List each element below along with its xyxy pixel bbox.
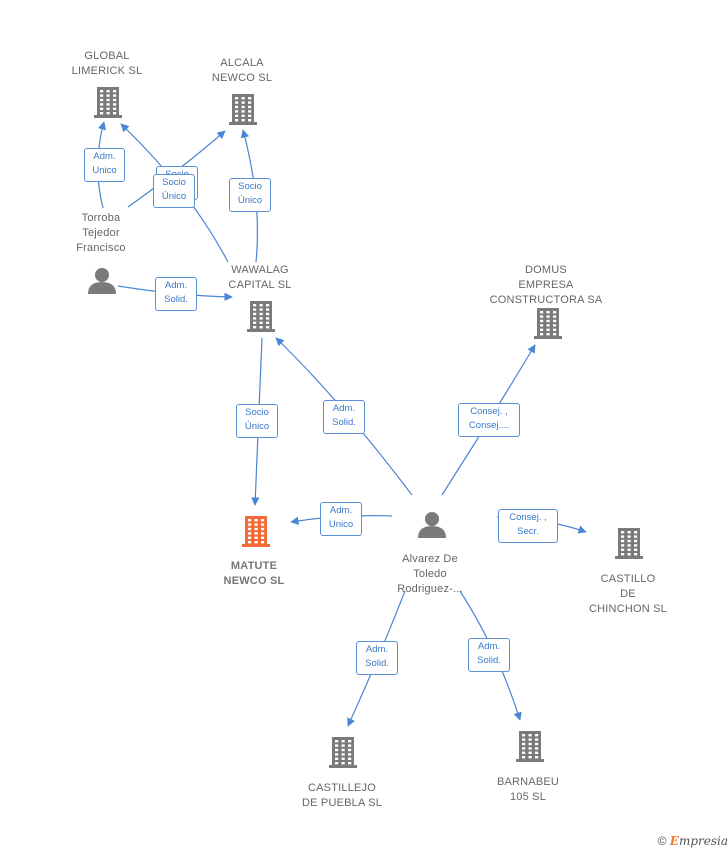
brand-logo: Empresia	[669, 834, 728, 848]
node-label-castillejo[interactable]: CASTILLEJO DE PUEBLA SL	[301, 782, 383, 809]
relation-label-wawalag-matute-socio[interactable]: Socio Único	[236, 404, 278, 438]
relation-label-wawalag-global-socio[interactable]: Socio Único	[153, 174, 195, 208]
relation-label-alvarez-castillejo-adm[interactable]: Adm. Solid.	[356, 641, 398, 675]
node-label-alvarez[interactable]: Alvarez De Toledo Rodriguez-...	[397, 553, 463, 595]
node-label-matute[interactable]: MATUTE NEWCO SL	[223, 560, 285, 587]
node-label-alcala-newco[interactable]: ALCALA NEWCO SL	[211, 57, 273, 84]
building-icon-domus[interactable]	[534, 308, 562, 339]
building-icon-alcala-newco[interactable]	[229, 94, 257, 125]
building-icon-wawalag[interactable]	[247, 301, 275, 332]
building-icon-barnabeu[interactable]	[516, 731, 544, 762]
node-label-castillo[interactable]: CASTILLO DE CHINCHON SL	[589, 573, 667, 615]
person-icon-alvarez[interactable]	[418, 512, 446, 538]
relation-label-alvarez-barnabeu-adm[interactable]: Adm. Solid.	[468, 638, 510, 672]
copyright-icon: ©	[657, 834, 667, 848]
relation-label-alvarez-domus-consej[interactable]: Consej. , Consej....	[458, 403, 520, 437]
person-icon-torroba[interactable]	[88, 268, 116, 294]
relation-label-alvarez-wawalag-adm[interactable]: Adm. Solid.	[323, 400, 365, 434]
node-label-barnabeu[interactable]: BARNABEU 105 SL	[496, 776, 560, 803]
relation-label-alvarez-castillo-consej[interactable]: Consej. , Secr.	[498, 509, 558, 543]
node-label-wawalag[interactable]: WAWALAG CAPITAL SL	[228, 264, 292, 291]
footer-brand: © Empresia	[658, 834, 728, 848]
node-label-domus[interactable]: DOMUS EMPRESA CONSTRUCTORA SA	[489, 264, 603, 306]
relation-label-torroba-global-adm[interactable]: Adm. Unico	[84, 148, 125, 182]
relation-label-alvarez-matute-adm[interactable]: Adm. Unico	[320, 502, 362, 536]
building-icon-matute[interactable]	[242, 516, 270, 547]
building-icon-castillo[interactable]	[615, 528, 643, 559]
icons-layer	[88, 87, 643, 768]
node-label-global-limerick[interactable]: GLOBAL LIMERICK SL	[71, 50, 143, 77]
relation-label-torroba-wawalag-adm[interactable]: Adm. Solid.	[155, 277, 197, 311]
relation-label-wawalag-alcala-socio[interactable]: Socio Único	[229, 178, 271, 212]
building-icon-castillejo[interactable]	[329, 737, 357, 768]
building-icon-global-limerick[interactable]	[94, 87, 122, 118]
node-label-torroba[interactable]: Torroba Tejedor Francisco	[76, 212, 126, 254]
